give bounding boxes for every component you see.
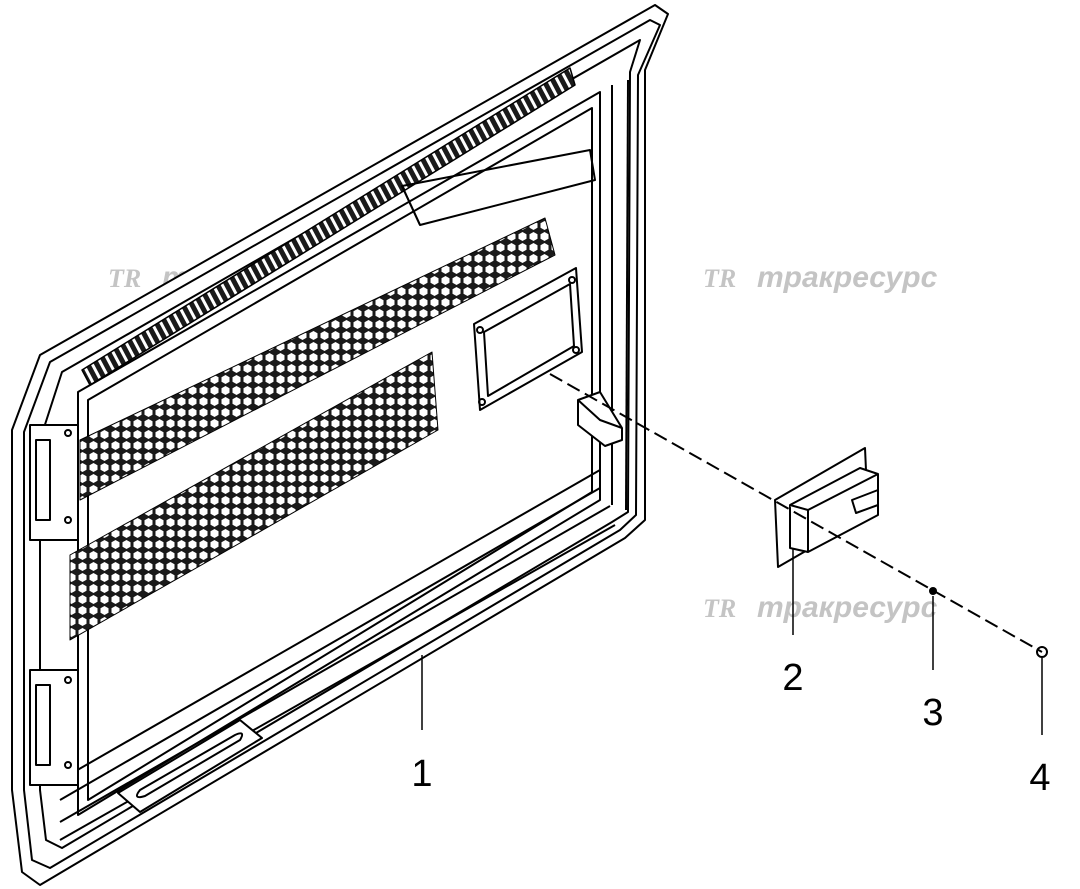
hinge-lower xyxy=(29,669,79,786)
door-panel xyxy=(11,4,669,886)
watermark-top-right: TR тракресурс xyxy=(703,261,938,294)
callout-2: 2 xyxy=(782,657,803,699)
latch-bracket xyxy=(774,447,879,568)
watermark-logo: TR xyxy=(108,264,141,293)
callout-3: 3 xyxy=(922,692,943,734)
watermark-text: тракресурс xyxy=(757,591,938,624)
leader-lines xyxy=(421,548,1043,735)
watermark-text: тракресурс xyxy=(757,261,938,294)
assembly-axis-line xyxy=(549,373,1043,653)
watermark-logo: TR xyxy=(703,264,736,293)
callout-1: 1 xyxy=(411,753,432,795)
watermark-bottom-right: TR тракресурс xyxy=(703,591,938,624)
watermark-logo: TR xyxy=(703,594,736,623)
hinge-upper xyxy=(29,424,79,541)
callout-4: 4 xyxy=(1029,757,1050,799)
